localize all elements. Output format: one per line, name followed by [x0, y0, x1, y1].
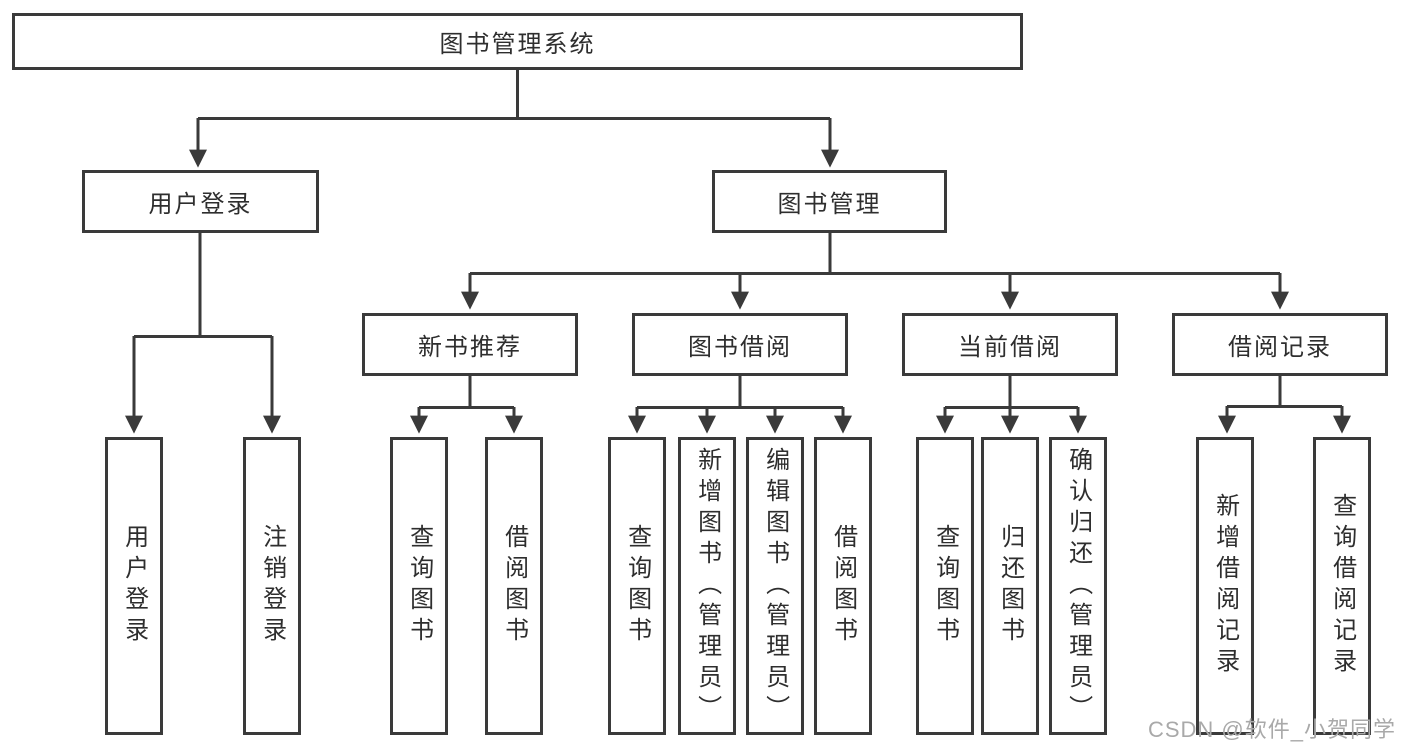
node-user-login-label: 用户登录	[148, 191, 253, 218]
connector-book-borrow	[637, 376, 843, 409]
leaf-query-borrow-record-label: 查询借阅记录	[1328, 493, 1356, 679]
leaf-logout: 注销登录	[243, 437, 301, 735]
node-new-book-recommendation-label: 新书推荐	[418, 334, 522, 361]
node-book-management-label: 图书管理	[777, 191, 882, 218]
leaf-return-books: 归还图书	[981, 437, 1039, 735]
leaf-add-books-admin: 新增图书（管理员）	[678, 437, 736, 735]
leaf-query-books-borrow: 查询图书	[608, 437, 666, 735]
csdn-watermark: CSDN @软件_小贺同学	[1147, 717, 1396, 742]
node-new-book-recommendation: 新书推荐	[362, 313, 578, 376]
node-borrowing-records-label: 借阅记录	[1228, 334, 1332, 361]
leaf-borrow-books: 借阅图书	[814, 437, 872, 735]
leaf-add-borrow-record-label: 新增借阅记录	[1211, 493, 1239, 679]
connector-user-login	[134, 233, 272, 338]
node-book-management: 图书管理	[712, 170, 947, 233]
leaf-confirm-return-admin-label: 确认归还（管理员）	[1064, 446, 1092, 726]
connector-current-borrow	[945, 376, 1078, 409]
connector-borrow-records	[1227, 376, 1342, 408]
connector-root	[198, 70, 830, 120]
leaf-edit-books-admin-label: 编辑图书（管理员）	[761, 446, 789, 726]
leaf-query-books-recommend: 查询图书	[390, 437, 448, 735]
leaf-add-books-admin-label: 新增图书（管理员）	[693, 446, 721, 726]
node-book-borrowing: 图书借阅	[632, 313, 848, 376]
leaf-borrow-books-recommend-label: 借阅图书	[500, 524, 528, 648]
node-borrowing-records: 借阅记录	[1172, 313, 1388, 376]
node-user-login: 用户登录	[82, 170, 319, 233]
node-root: 图书管理系统	[12, 13, 1023, 70]
leaf-return-books-label: 归还图书	[996, 524, 1024, 648]
leaf-query-books-borrow-label: 查询图书	[623, 524, 651, 648]
leaf-query-books-current-label: 查询图书	[931, 524, 959, 648]
connector-new-book	[419, 376, 514, 409]
leaf-query-books-current: 查询图书	[916, 437, 974, 735]
leaf-confirm-return-admin: 确认归还（管理员）	[1049, 437, 1107, 735]
connector-book-management	[470, 233, 1280, 275]
leaf-query-borrow-record: 查询借阅记录	[1313, 437, 1371, 735]
leaf-user-login-label: 用户登录	[120, 524, 148, 648]
leaf-borrow-books-recommend: 借阅图书	[485, 437, 543, 735]
node-current-borrowing-label: 当前借阅	[958, 334, 1062, 361]
leaf-borrow-books-label: 借阅图书	[829, 524, 857, 648]
node-root-label: 图书管理系统	[439, 31, 596, 58]
leaf-add-borrow-record: 新增借阅记录	[1196, 437, 1254, 735]
leaf-query-books-recommend-label: 查询图书	[405, 524, 433, 648]
leaf-user-login: 用户登录	[105, 437, 163, 735]
node-current-borrowing: 当前借阅	[902, 313, 1118, 376]
leaf-logout-label: 注销登录	[258, 524, 286, 648]
node-book-borrowing-label: 图书借阅	[688, 334, 792, 361]
leaf-edit-books-admin: 编辑图书（管理员）	[746, 437, 804, 735]
